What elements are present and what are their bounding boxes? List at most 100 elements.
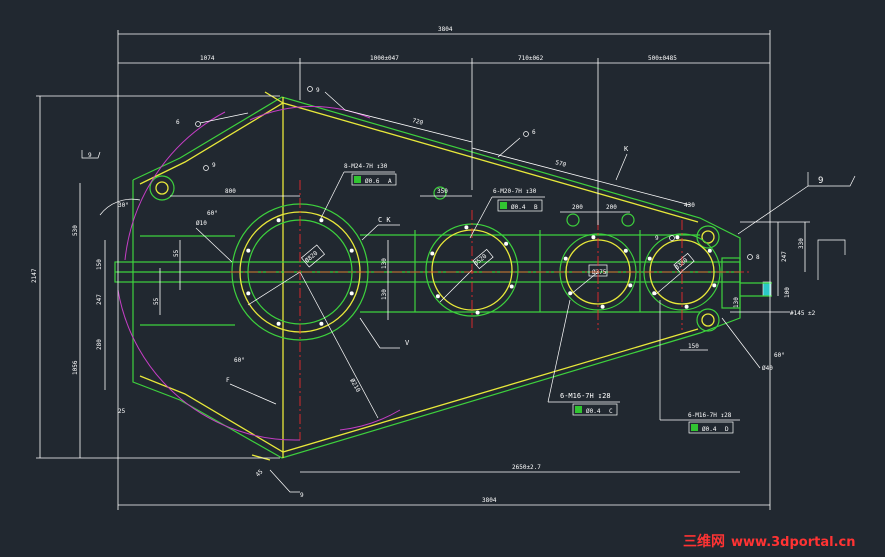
bolt-hole xyxy=(435,294,440,299)
dim-570: 570 xyxy=(554,159,567,169)
callout-4-symbol xyxy=(691,424,698,431)
dim-130b: 130 xyxy=(381,289,388,300)
finish-left-9: 9 xyxy=(88,152,92,159)
section-bracket xyxy=(817,239,846,280)
callout-3-symbol xyxy=(575,406,582,413)
bolt-hole xyxy=(628,283,633,288)
finish-right-6-dot xyxy=(523,131,529,137)
lifting-lug-left xyxy=(149,175,175,201)
finish-top-6-dot xyxy=(195,121,201,127)
callout-3-leader xyxy=(547,299,571,403)
dim-200b: 200 xyxy=(606,204,617,211)
label-k-leader xyxy=(615,153,628,181)
dim-350: 350 xyxy=(437,188,448,195)
callout-3-text: 6-M16-7H ↧28 xyxy=(560,392,611,400)
top-hole-3 xyxy=(621,213,635,227)
dim-330-right: 330 xyxy=(798,238,805,249)
callout-2-tol: Ø0.4 xyxy=(511,204,526,211)
callout-1-text: 8-M24-7H ↧30 xyxy=(344,163,388,170)
bore-radius-label: Ø210 xyxy=(348,378,361,394)
callout-1-leader xyxy=(319,171,345,221)
dim-800: 800 xyxy=(225,188,236,195)
bore-3-label: Ø375 xyxy=(592,269,607,276)
dim-2147: 2147 xyxy=(31,268,38,283)
dim-1000: 1000±047 xyxy=(370,55,399,62)
dim-1074: 1074 xyxy=(200,55,215,62)
callout-v: V xyxy=(405,339,410,347)
finish-symbols: 9 6 9 9 6 9 9 9 8 xyxy=(81,86,856,499)
angle-30-arc xyxy=(99,198,141,216)
bolt-hole xyxy=(684,304,689,309)
dimensions: 3804 1074 1000±047 710±062 500±0485 3804… xyxy=(31,26,846,510)
bore-3-radius xyxy=(569,271,599,296)
callout-1-symbol xyxy=(354,176,361,183)
dim-25: 25 xyxy=(118,408,126,415)
bore-4-box xyxy=(673,252,695,274)
bolt-hole xyxy=(276,321,281,326)
callout-4-ref: D xyxy=(725,426,729,433)
watermark-url: www.3dportal.cn xyxy=(731,535,855,550)
chamfer-1-angle: 60° xyxy=(207,210,218,217)
top-lug xyxy=(264,91,284,104)
arc-bottom xyxy=(339,409,401,431)
bolt-hole xyxy=(349,248,354,253)
bolt-hole xyxy=(647,256,652,261)
callout-2-symbol xyxy=(500,202,507,209)
finish-big-symbol xyxy=(807,172,856,187)
bolt-hole xyxy=(509,284,514,289)
bolt-hole xyxy=(276,218,281,223)
callout-4-tol: Ø0.4 xyxy=(702,426,717,433)
callout-4-frame xyxy=(688,421,734,434)
bolt-hole xyxy=(464,225,469,230)
watermark-cn: 三维网 xyxy=(683,533,725,550)
dim-500: 500±0485 xyxy=(648,55,677,62)
callouts: 8-M24-7H ↧30 Ø0.6 A 6-M20-7H ↧30 Ø0.4 B … xyxy=(319,163,740,434)
dim-710: 710±062 xyxy=(518,55,544,62)
bore-2-label: Ø520 xyxy=(473,253,489,268)
bottom-flange-edge xyxy=(139,328,699,453)
dim-130a: 130 xyxy=(381,258,388,269)
top-flange-edge xyxy=(139,102,699,223)
callout-3-tol: Ø0.4 xyxy=(586,408,601,415)
chamfer-1-leader xyxy=(195,227,233,263)
finish-bottom-9: 9 xyxy=(300,492,304,499)
bolt-holes xyxy=(246,218,717,326)
chamfer-3-leader xyxy=(229,383,277,405)
finish-big-9: 9 xyxy=(818,176,823,186)
dim-150-right: 150 xyxy=(688,343,699,350)
bolt-hole xyxy=(563,256,568,261)
dim-720-line xyxy=(344,109,473,143)
bolt-hole xyxy=(652,291,657,296)
arc-top-left xyxy=(124,111,226,261)
finish-right-6-leader xyxy=(497,137,521,158)
bolt-hole xyxy=(430,251,435,256)
callout-ek-leader xyxy=(361,224,379,241)
bolt-hole xyxy=(623,248,628,253)
dim-720: 720 xyxy=(411,117,424,127)
bottom-lug xyxy=(251,454,271,461)
label-k: K xyxy=(624,145,629,153)
center-lines xyxy=(230,180,750,440)
outer-contour xyxy=(132,96,741,459)
dim-570-line xyxy=(471,147,691,206)
bolt-hole xyxy=(319,321,324,326)
bolt-hole xyxy=(504,241,509,246)
dim-55a: 55 xyxy=(173,249,180,257)
dim-150: 150 xyxy=(96,259,103,270)
lifting-lug-left-hole xyxy=(155,181,169,195)
chamfer-notes: Ø10 60° Ø40 60° F 60° xyxy=(195,210,785,405)
chamfer-1: Ø10 xyxy=(196,220,207,227)
lug-right-top-hole xyxy=(701,230,715,244)
bolt-hole xyxy=(349,291,354,296)
bore-1-big-radius xyxy=(299,271,379,419)
bore-4-radius xyxy=(654,271,683,296)
finish-top-6-leader xyxy=(199,112,249,124)
chamfer-2-angle: 60° xyxy=(774,352,785,359)
finish-top-9-leader xyxy=(324,91,346,111)
bolt-hole xyxy=(675,235,680,240)
bore-1-radius xyxy=(247,271,301,306)
dim-bottom-overall: 3804 xyxy=(482,497,497,504)
dim-145: #145 ±2 xyxy=(790,310,816,317)
dim-430: 430 xyxy=(684,202,695,209)
